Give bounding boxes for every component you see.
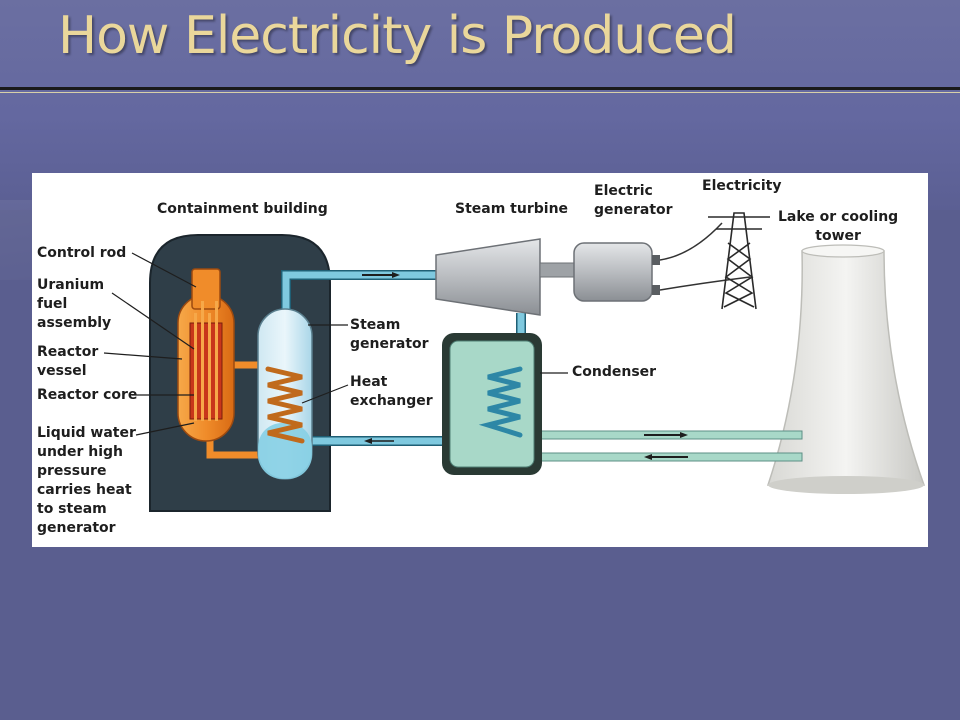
label-uranium-fuel-assembly: Uranium fuel assembly <box>37 277 112 331</box>
leader-lines <box>103 252 568 436</box>
label-heat-exchanger: Heat exchanger <box>350 374 433 409</box>
label-liquid-water: Liquid water under high pressure carries… <box>37 425 136 536</box>
title-rule <box>0 87 960 90</box>
diagram-drawing <box>103 212 926 512</box>
label-control-rod: Control rod <box>37 245 127 261</box>
title-rule-accent <box>0 92 960 93</box>
slide-title: How Electricity is Produced <box>58 6 737 66</box>
cooling-tower <box>766 244 926 494</box>
label-containment-building: Containment building <box>157 201 328 217</box>
cooling-pipes <box>539 430 803 462</box>
electric-generator <box>573 222 751 302</box>
fuel-rods <box>194 301 218 421</box>
label-electric-generator: Electric generator <box>594 183 673 218</box>
label-reactor-vessel: Reactor vessel <box>37 344 99 379</box>
transmission-tower-icon <box>708 212 770 310</box>
condenser-coil <box>478 366 523 438</box>
heat-exchanger-coil <box>265 366 305 444</box>
reactor-vessel <box>177 268 235 442</box>
label-cooling-tower: Lake or cooling tower <box>778 209 899 244</box>
label-steam-turbine: Steam turbine <box>455 201 569 217</box>
steam-generator <box>257 308 313 480</box>
label-steam-generator: Steam generator <box>350 317 429 352</box>
label-electricity: Electricity <box>702 178 782 194</box>
steam-turbine <box>435 238 575 316</box>
label-condenser: Condenser <box>572 364 657 380</box>
nuclear-plant-diagram: Containment building Steam turbine Elect… <box>32 173 928 547</box>
condenser <box>442 333 542 475</box>
label-reactor-core: Reactor core <box>37 387 138 403</box>
